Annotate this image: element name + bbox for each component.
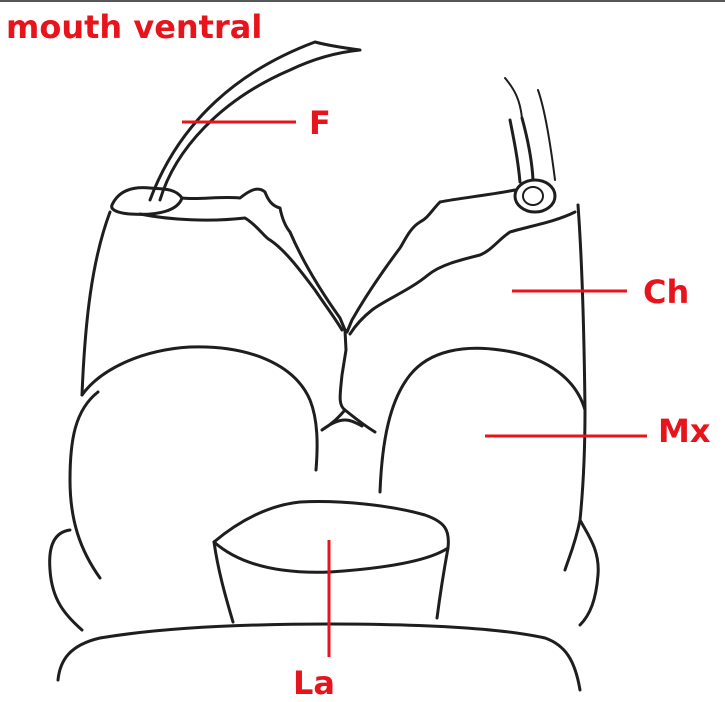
right-fang-base (513, 178, 557, 214)
right-chelicera (345, 188, 587, 412)
left-outer-lobe (48, 528, 84, 632)
left-chelicera (80, 187, 347, 397)
labium-left-side (212, 540, 235, 624)
right-maxilla (378, 346, 600, 627)
title-label: mouth ventral (6, 8, 262, 46)
left-chelicera-inner (138, 212, 344, 332)
right-chelicera-inner (348, 210, 577, 336)
label-ch: Ch (643, 273, 689, 311)
label-la: La (293, 664, 335, 702)
labium (212, 500, 450, 574)
left-maxilla (68, 345, 319, 580)
right-fang-base-inner (522, 186, 544, 206)
labium-right-side (435, 546, 450, 620)
right-maxilla-inner (563, 518, 582, 572)
left-fang-base (110, 186, 184, 216)
right-fang (508, 116, 535, 184)
central-junction (320, 328, 377, 434)
left-fang (148, 40, 362, 202)
label-f: F (309, 104, 331, 142)
right-fang-tip (504, 77, 556, 181)
label-mx: Mx (658, 412, 711, 450)
